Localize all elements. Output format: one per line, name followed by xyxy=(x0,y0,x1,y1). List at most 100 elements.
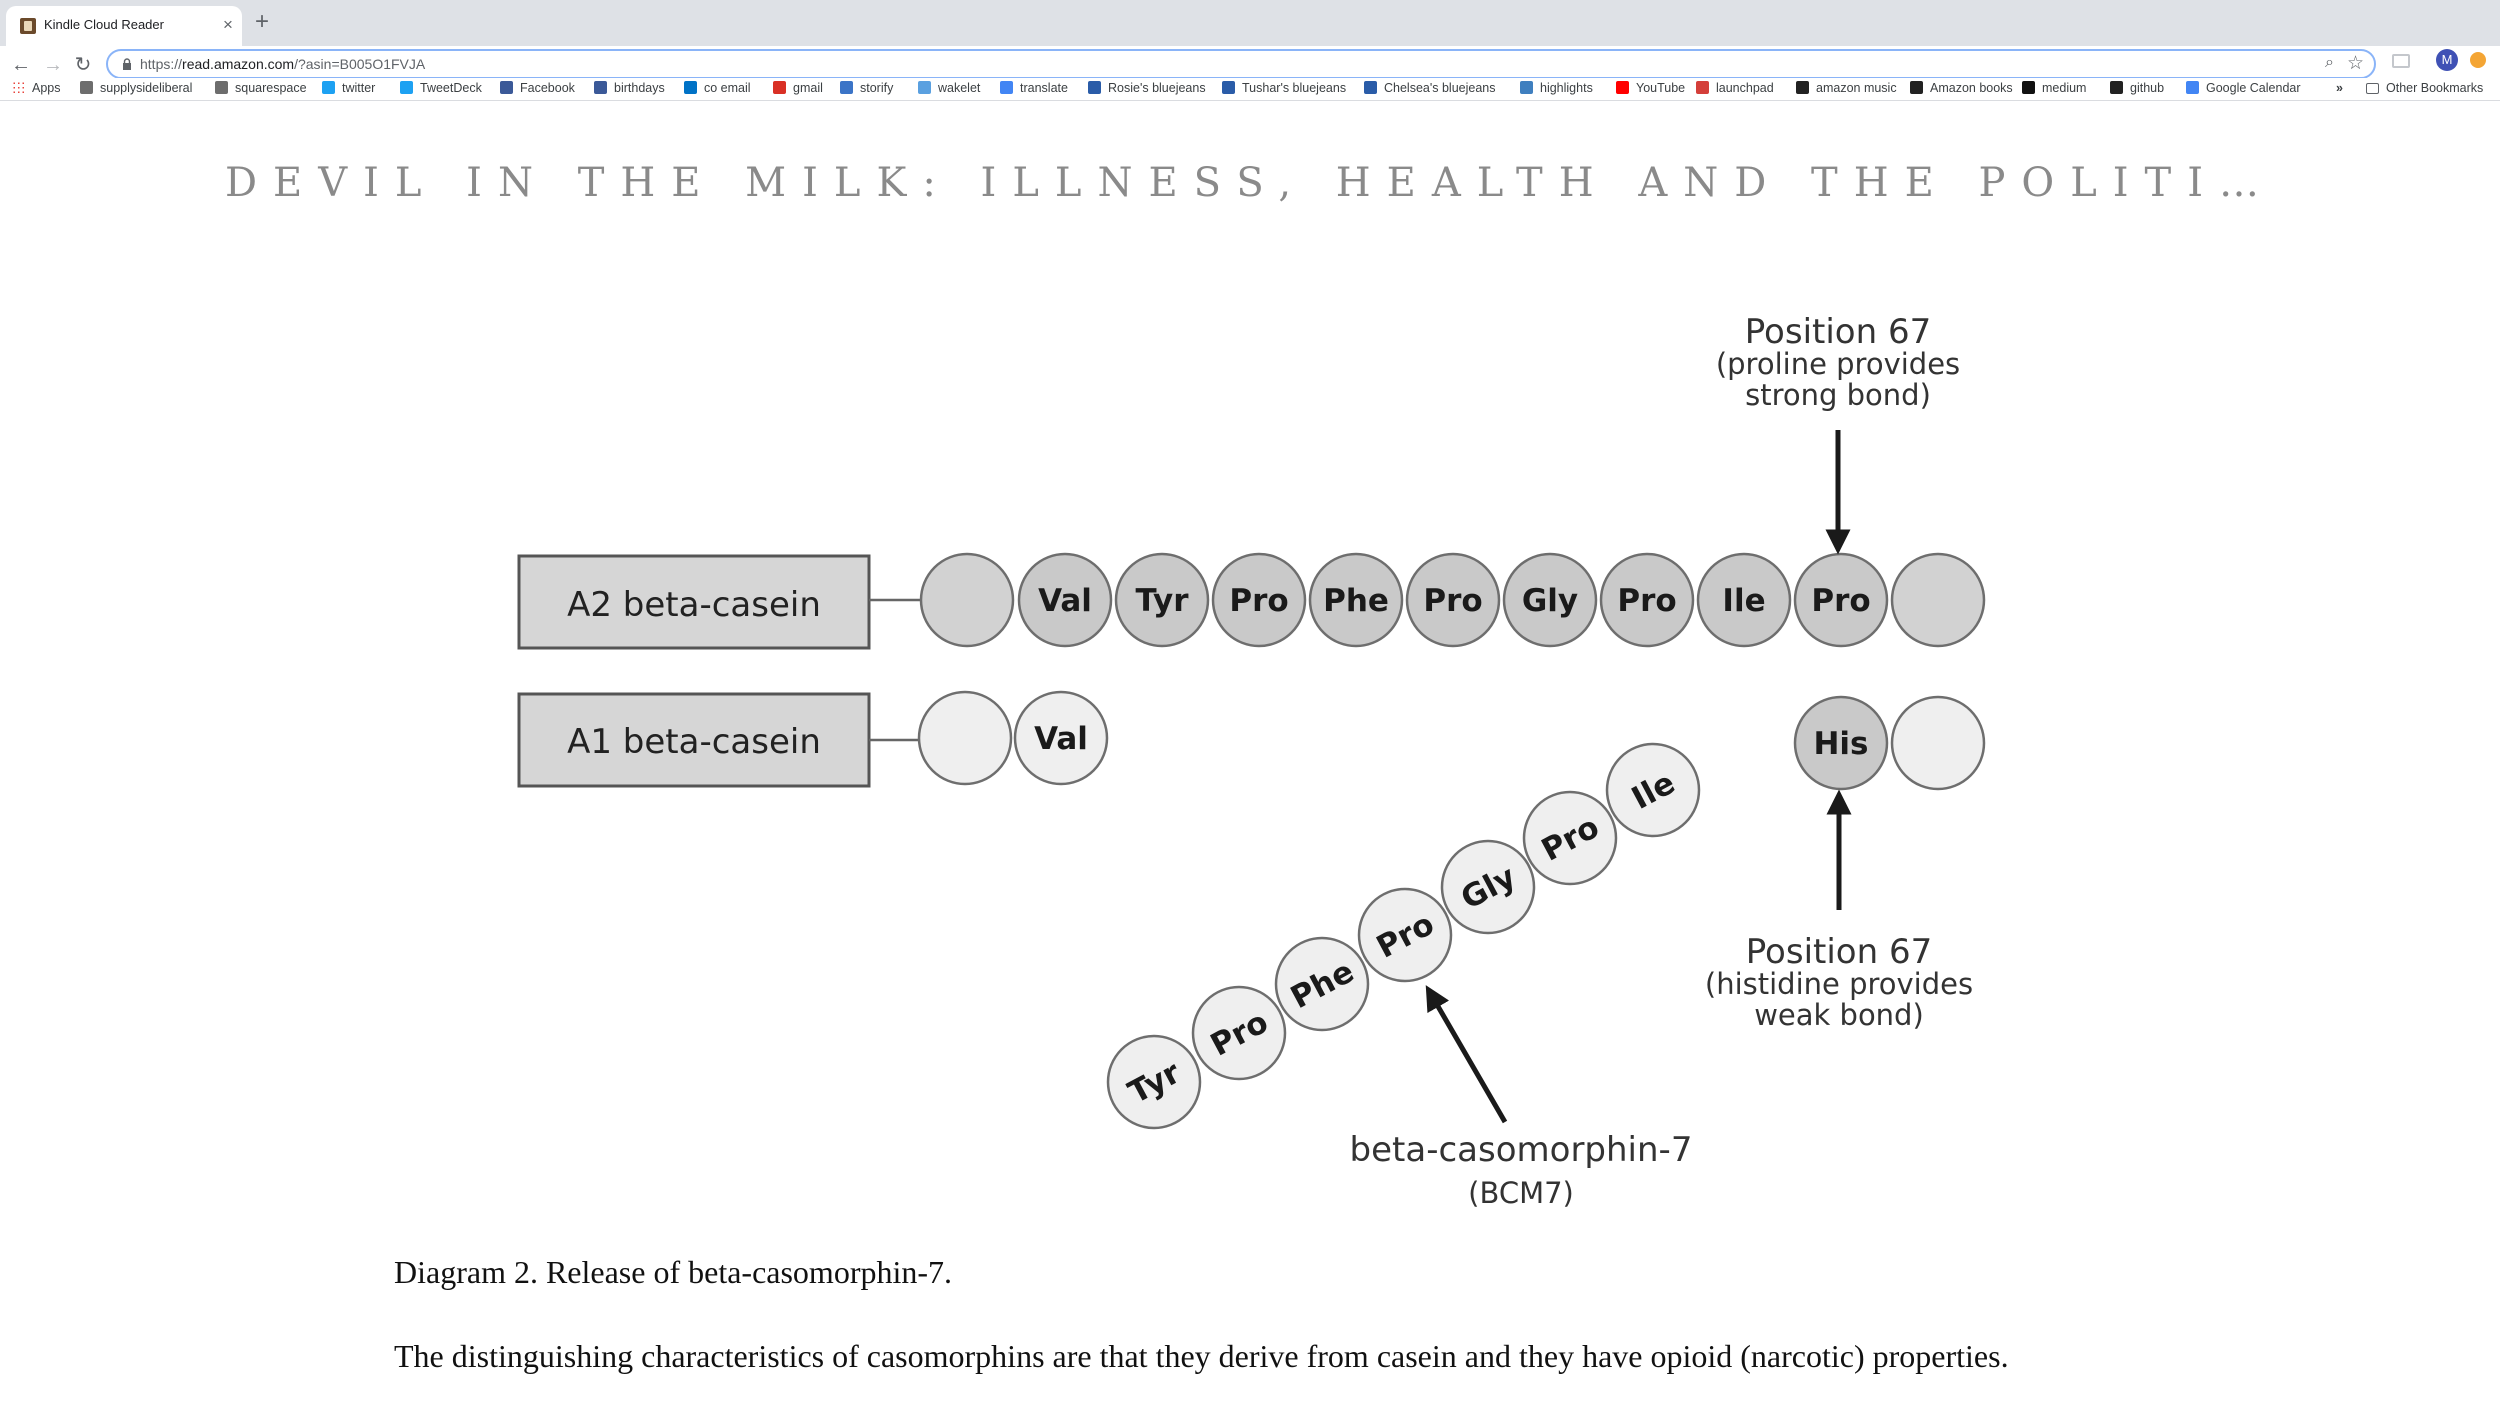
bluejeans-icon xyxy=(1088,81,1101,94)
bookmark-label: co email xyxy=(704,81,751,95)
profile-avatar[interactable]: M xyxy=(2436,49,2458,71)
facebook-icon xyxy=(594,81,607,94)
bead-circle xyxy=(1114,552,1210,648)
bead-circle xyxy=(1502,552,1598,648)
amazon-icon xyxy=(1796,81,1809,94)
bcm7-bead: Pro xyxy=(1522,790,1618,886)
apps-grid-icon xyxy=(12,81,25,94)
bookmark-birthdays[interactable]: birthdays xyxy=(594,81,665,95)
bead-circle xyxy=(1106,1034,1202,1130)
bookmark-squarespace[interactable]: squarespace xyxy=(215,81,307,95)
github-icon xyxy=(2110,81,2123,94)
bookmark-apps[interactable]: Apps xyxy=(12,81,61,95)
a1-label-box xyxy=(517,692,871,788)
bookmark-wakelet[interactable]: wakelet xyxy=(918,81,980,95)
bookmark-translate[interactable]: translate xyxy=(1000,81,1068,95)
bluejeans-icon xyxy=(1364,81,1377,94)
tab-kindle-cloud-reader[interactable]: Kindle Cloud Reader × xyxy=(6,6,242,46)
bcm7-label: beta-casomorphin-7 xyxy=(1350,1130,1693,1170)
bcm7-label: (BCM7) xyxy=(1468,1176,1574,1210)
bcm7-bead: Pro xyxy=(1191,985,1287,1081)
new-tab-button[interactable]: + xyxy=(254,8,269,35)
close-tab-icon[interactable]: × xyxy=(223,15,233,34)
bookmark-label: translate xyxy=(1020,81,1068,95)
position-67-bottom-label: weak bond) xyxy=(1754,998,1924,1032)
forward-arrow-icon[interactable]: → xyxy=(43,54,63,76)
a2-bead: Pro xyxy=(1211,552,1307,648)
bookmark-co-email[interactable]: co email xyxy=(684,81,751,95)
bookmark-github[interactable]: github xyxy=(2110,81,2164,95)
bookmark-amazon-music[interactable]: amazon music xyxy=(1796,81,1897,95)
a2-bead: Phe xyxy=(1308,552,1404,648)
bookmarks-overflow-button[interactable]: » xyxy=(2336,81,2343,95)
bookmark-amazon-books[interactable]: Amazon books xyxy=(1910,81,2013,95)
lock-icon xyxy=(123,58,131,70)
zoom-magnifier-icon[interactable]: ⌕ xyxy=(2325,54,2334,71)
bookmark-gmail[interactable]: gmail xyxy=(773,81,823,95)
amino-acid-label: Val xyxy=(1038,583,1092,619)
bookmark-label: highlights xyxy=(1540,81,1593,95)
bead-circle xyxy=(1696,552,1792,648)
amino-acid-label: Pro xyxy=(1617,583,1676,619)
outlook-icon xyxy=(684,81,697,94)
amino-acid-label: Val xyxy=(1034,721,1088,757)
bookmark-facebook[interactable]: Facebook xyxy=(500,81,575,95)
bookmark-google-calendar[interactable]: Google Calendar xyxy=(2186,81,2301,95)
bookmark-supplysideliberal[interactable]: supplysideliberal xyxy=(80,81,192,95)
bcm7-bead: Ile xyxy=(1605,742,1701,838)
other-bookmarks-folder[interactable]: Other Bookmarks xyxy=(2366,81,2483,95)
tab-strip: Kindle Cloud Reader × + xyxy=(0,0,2500,46)
bookmark-label: amazon music xyxy=(1816,81,1897,95)
reload-icon[interactable]: ↻ xyxy=(74,54,92,76)
bookmark-youtube[interactable]: YouTube xyxy=(1616,81,1685,95)
book-title: DEVIL IN THE MILK: ILLNESS, HEALTH AND T… xyxy=(224,160,2276,206)
a2-bead xyxy=(919,552,1015,648)
address-bar[interactable]: https://read.amazon.com/?asin=B005O1FVJA… xyxy=(106,49,2376,79)
a2-bead: Gly xyxy=(1502,552,1598,648)
bookmark-chelsea-s-bluejeans[interactable]: Chelsea's bluejeans xyxy=(1364,81,1496,95)
site-icon xyxy=(80,81,93,94)
bookmark-tushar-s-bluejeans[interactable]: Tushar's bluejeans xyxy=(1222,81,1346,95)
bookmark-label: TweetDeck xyxy=(420,81,482,95)
amino-acid-label: Ile xyxy=(1722,583,1765,619)
extension-icon[interactable] xyxy=(2392,54,2410,68)
bookmark-label: Amazon books xyxy=(1930,81,2013,95)
kindle-favicon-icon xyxy=(20,18,36,34)
tweetdeck-icon xyxy=(400,81,413,94)
bookmark-label: Google Calendar xyxy=(2206,81,2301,95)
a2-bead: Pro xyxy=(1405,552,1501,648)
bookmark-label: YouTube xyxy=(1636,81,1686,95)
bookmark-twitter[interactable]: twitter xyxy=(322,81,375,95)
a2-label-box xyxy=(517,554,871,650)
bookmark-label: gmail xyxy=(793,81,823,95)
back-arrow-icon[interactable]: ← xyxy=(11,54,31,76)
bookmark-star-icon[interactable]: ☆ xyxy=(2346,53,2364,74)
bookmark-tweetdeck[interactable]: TweetDeck xyxy=(400,81,482,95)
bead-circle xyxy=(1013,690,1109,786)
bookmark-rosie-s-bluejeans[interactable]: Rosie's bluejeans xyxy=(1088,81,1206,95)
diagram-caption: Diagram 2. Release of beta-casomorphin-7… xyxy=(394,1254,953,1290)
bookmark-highlights[interactable]: highlights xyxy=(1520,81,1593,95)
bookmark-label: supplysideliberal xyxy=(100,81,193,95)
a2-bead xyxy=(1890,552,1986,648)
bead-circle xyxy=(919,552,1015,648)
bead-circle xyxy=(1274,936,1370,1032)
wakelet-icon xyxy=(918,81,931,94)
amino-acid-label: His xyxy=(1813,726,1868,762)
bookmark-label: wakelet xyxy=(938,81,981,95)
bookmark-label: twitter xyxy=(342,81,376,95)
bookmark-launchpad[interactable]: launchpad xyxy=(1696,81,1774,95)
position-67-top-label: (proline provides xyxy=(1716,347,1960,381)
bead-circle xyxy=(1890,695,1986,791)
gmail-icon xyxy=(773,81,786,94)
bead-circle xyxy=(1440,839,1536,935)
bead-circle xyxy=(1405,552,1501,648)
bookmark-storify[interactable]: storify xyxy=(840,81,893,95)
bcm7-bead: Tyr xyxy=(1106,1034,1202,1130)
twitter-icon xyxy=(322,81,335,94)
a2-bead: Ile xyxy=(1696,552,1792,648)
amazon-icon xyxy=(1910,81,1923,94)
extension-orange-icon[interactable] xyxy=(2470,52,2486,68)
bookmark-medium[interactable]: medium xyxy=(2022,81,2086,95)
